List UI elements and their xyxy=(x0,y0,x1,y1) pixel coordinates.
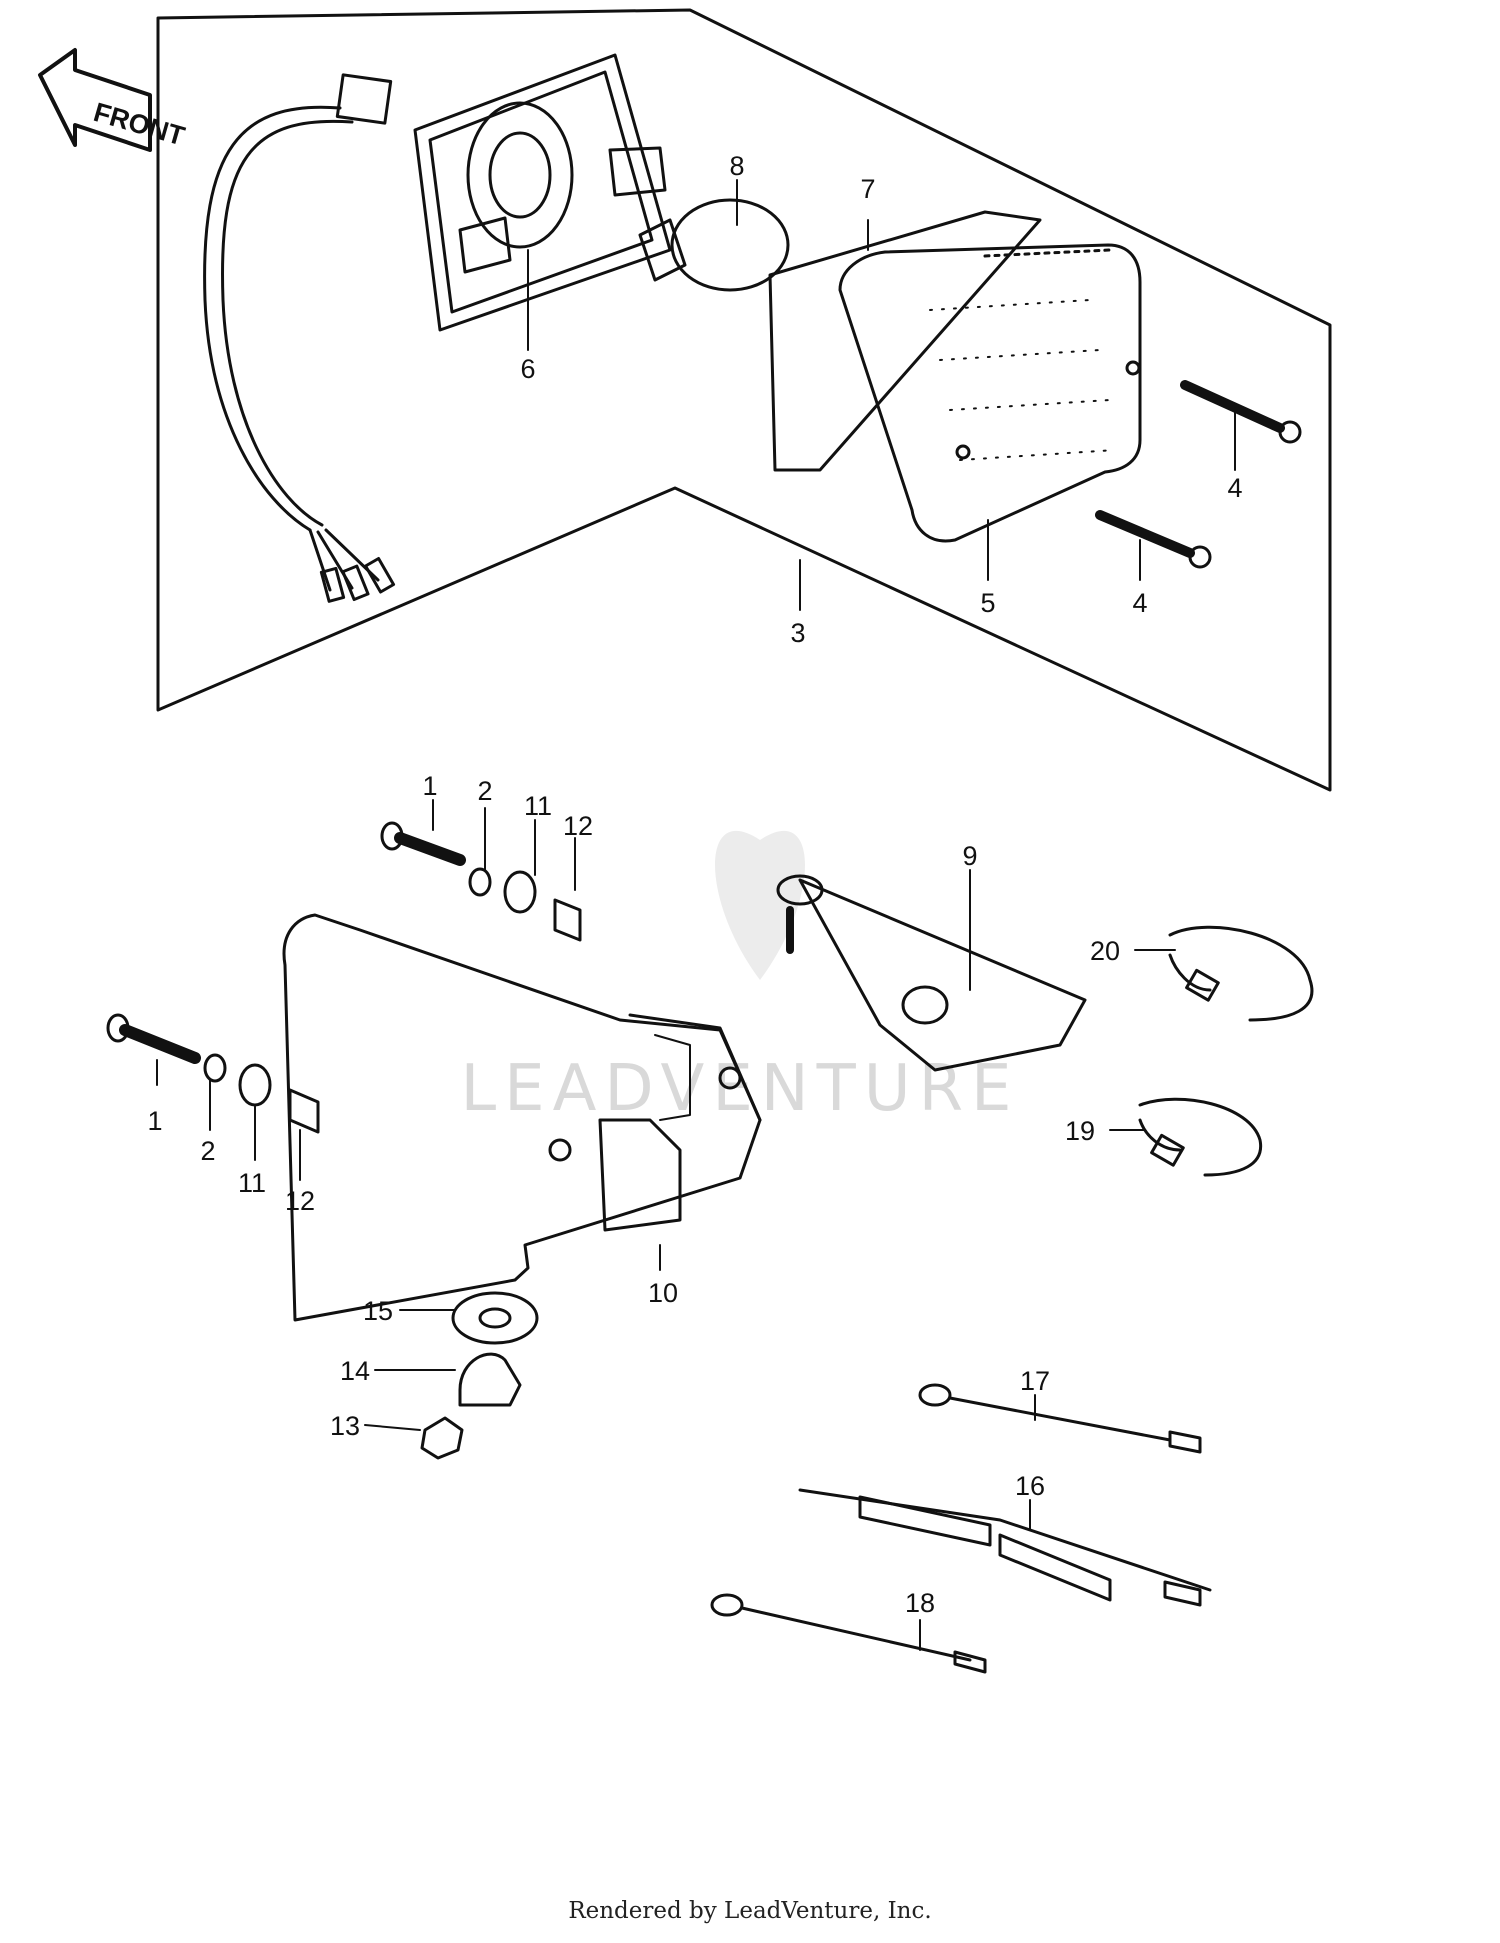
watermark: LEADVENTURE xyxy=(461,830,1020,1126)
lens-screws xyxy=(1095,380,1302,569)
callout-6: 6 xyxy=(520,354,535,384)
front-arrow: FRONT xyxy=(38,48,188,152)
mounting-hardware xyxy=(420,1291,539,1460)
callout-12-upper: 12 xyxy=(563,811,593,841)
callout-numbers: 1 1 2 2 3 4 4 5 6 7 8 9 10 11 11 12 12 1… xyxy=(147,151,1242,1618)
clamps xyxy=(1138,925,1314,1177)
callout-4-lower: 4 xyxy=(1132,588,1147,618)
assembly-boundary xyxy=(156,8,1332,792)
callout-20: 20 xyxy=(1090,936,1120,966)
callout-11-upper: 11 xyxy=(524,791,552,821)
front-label: FRONT xyxy=(90,97,188,152)
watermark-text: LEADVENTURE xyxy=(461,1052,1020,1126)
callout-14: 14 xyxy=(340,1356,370,1386)
callout-1-lower: 1 xyxy=(147,1106,162,1136)
callout-12-lower: 12 xyxy=(285,1186,315,1216)
wiring-harness xyxy=(203,73,396,603)
callout-5: 5 xyxy=(980,588,995,618)
callout-2-lower: 2 xyxy=(200,1136,215,1166)
wire-leads xyxy=(710,1383,1212,1674)
lamp-housing xyxy=(413,53,672,332)
callout-17: 17 xyxy=(1020,1366,1050,1396)
leader-lines-lower xyxy=(156,799,1176,1651)
lens xyxy=(838,243,1142,543)
callout-9: 9 xyxy=(962,841,977,871)
callout-10: 10 xyxy=(648,1278,678,1308)
callout-15: 15 xyxy=(363,1296,393,1326)
callout-7: 7 xyxy=(860,174,875,204)
bulb xyxy=(638,198,790,292)
callout-13: 13 xyxy=(330,1411,360,1441)
callout-4-upper: 4 xyxy=(1227,473,1242,503)
callout-18: 18 xyxy=(905,1588,935,1618)
callout-3: 3 xyxy=(790,618,805,648)
callout-19: 19 xyxy=(1065,1116,1095,1146)
light-bracket xyxy=(282,913,762,1322)
fasteners-upper xyxy=(380,821,582,942)
mounting-plate xyxy=(776,874,1087,1072)
callout-16: 16 xyxy=(1015,1471,1045,1501)
lens-gasket xyxy=(768,210,1042,472)
callout-2-upper: 2 xyxy=(477,776,492,806)
leader-lines-upper xyxy=(527,179,1236,611)
fasteners-lower xyxy=(106,1013,320,1134)
footer-credit: Rendered by LeadVenture, Inc. xyxy=(568,1898,932,1924)
callout-1-upper: 1 xyxy=(422,771,437,801)
callout-11-lower: 11 xyxy=(238,1168,266,1198)
callout-8: 8 xyxy=(729,151,744,181)
